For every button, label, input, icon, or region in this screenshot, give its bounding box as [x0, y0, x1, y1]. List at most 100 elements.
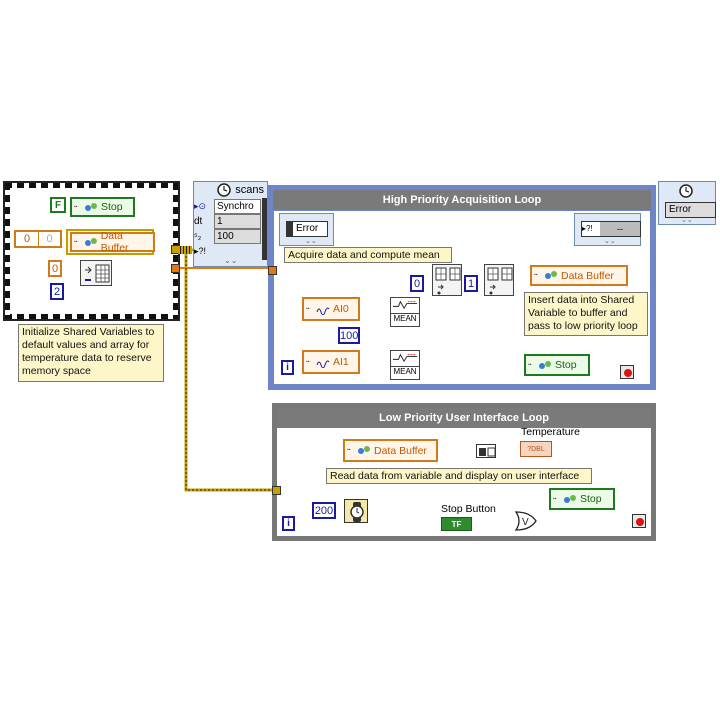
array-constant[interactable]: 0 0: [14, 230, 62, 248]
index-constant-1[interactable]: 1: [464, 275, 478, 292]
low-priority-loop-title: Low Priority User Interface Loop: [277, 408, 651, 428]
stop-variable-label: Stop: [101, 201, 123, 213]
initialize-array-icon: [85, 264, 110, 283]
wait-watch-icon: [350, 502, 364, 522]
stop-button-terminal[interactable]: TF: [441, 517, 472, 531]
ai1-mean-function[interactable]: MEAN: [390, 350, 420, 380]
data-buffer-shared-variable-init[interactable]: ▪▪ Data Buffer: [70, 230, 155, 254]
build-array-function[interactable]: [432, 264, 462, 296]
shared-variable-tag: ▪▪: [347, 447, 351, 453]
ai1-label: AI1: [333, 356, 349, 368]
temperature-indicator-text: ?DBL: [527, 445, 545, 453]
or-function[interactable]: V: [514, 509, 538, 533]
data-buffer-write-label: Data Buffer: [561, 269, 614, 282]
iteration-terminal-hp: i: [281, 360, 294, 375]
ai1-channel-constant[interactable]: ▪▪ AI1: [302, 350, 360, 374]
init-comment: Initialize Shared Variables to default v…: [18, 324, 164, 382]
mean-label-2: MEAN: [391, 366, 419, 376]
temperature-label: Temperature: [521, 426, 580, 438]
index-array-function-lp[interactable]: [476, 444, 496, 458]
daq-channel-icon: [316, 360, 330, 368]
iteration-terminal-lp: i: [282, 516, 295, 531]
array-index-value: 0: [16, 232, 39, 246]
data-buffer-read-label: Data Buffer: [374, 444, 427, 457]
stop-variable-lp-label: Stop: [580, 493, 602, 505]
stop-button-label: Stop Button: [441, 503, 496, 515]
wait-constant[interactable]: 200: [312, 502, 336, 519]
source-value: Synchro: [214, 199, 261, 214]
stop-variable-hp-label: Stop: [555, 359, 577, 371]
error-out-field: Error: [665, 202, 716, 218]
dt-value: 1: [214, 214, 261, 229]
timed-loop-output-node[interactable]: Error ⌄⌄: [658, 181, 716, 225]
network-variable-icon: [539, 360, 551, 369]
dt-row[interactable]: dt 1: [194, 214, 267, 229]
wire-error-cluster-2b: [176, 249, 278, 491]
insert-into-array-function[interactable]: [484, 264, 514, 296]
film-strip-bottom: [5, 314, 178, 319]
index-constant-0[interactable]: 0: [410, 275, 424, 292]
error-in-icon: ▸?!: [194, 246, 207, 256]
initialize-array-function[interactable]: [80, 260, 112, 286]
expand-chevron-icon: ⌄⌄: [604, 238, 616, 245]
expand-chevron-icon: ⌄⌄: [681, 217, 693, 224]
init-value-constant[interactable]: 0: [48, 260, 62, 277]
wire-error-cluster-2: [176, 248, 278, 492]
data-buffer-label: Data Buffer: [100, 230, 129, 254]
insert-array-icon: [487, 267, 513, 295]
read-comment: Read data from variable and display on u…: [326, 468, 592, 484]
stop-condition-node-hp[interactable]: ▸?! -- ⌄⌄: [574, 213, 641, 246]
network-variable-icon: [545, 271, 557, 279]
stop-terminal-lp[interactable]: [632, 514, 646, 528]
network-variable-icon: [85, 202, 97, 211]
data-buffer-shared-variable-write[interactable]: ▪▪ Data Buffer: [530, 265, 628, 286]
wait-function[interactable]: [344, 499, 368, 523]
false-constant[interactable]: F: [50, 197, 66, 213]
offset-row[interactable]: ⁵₂ 100: [194, 229, 267, 244]
waveform-icon: [392, 353, 418, 363]
size-constant[interactable]: 2: [50, 283, 64, 300]
stop-shared-variable-lp[interactable]: ▪▪ Stop: [549, 488, 615, 510]
build-array-icon: [435, 267, 461, 295]
config-scrollbar[interactable]: [262, 198, 267, 260]
array-element-value: 0: [46, 233, 53, 245]
timed-loop-header-label: scans: [235, 183, 264, 196]
timed-loop-header: scans: [194, 182, 267, 198]
ai0-label: AI0: [333, 303, 349, 315]
stop-node-icon: ▸?!: [582, 224, 593, 233]
source-row[interactable]: ▸⊙ Synchro: [194, 199, 267, 214]
samples-constant[interactable]: 100: [338, 327, 360, 344]
data-tunnel-init: [171, 264, 180, 273]
network-variable-icon: [358, 446, 370, 454]
error-terminal-hp-label: Error: [286, 221, 328, 237]
high-priority-loop-title: High Priority Acquisition Loop: [273, 190, 651, 210]
cluster-dots: [178, 246, 192, 254]
stop-terminal-hp[interactable]: [620, 365, 634, 379]
mean-label-1: MEAN: [391, 313, 419, 323]
stop-shared-variable-hp[interactable]: ▪▪ Stop: [524, 354, 590, 376]
channel-tag: ▪▪: [306, 305, 310, 312]
film-strip-top: [5, 183, 178, 188]
offset-icon: ⁵₂: [194, 231, 202, 241]
ai0-channel-constant[interactable]: ▪▪ AI0: [302, 297, 360, 321]
or-gate-icon: V: [514, 511, 537, 531]
temperature-indicator[interactable]: ?DBL: [520, 441, 552, 457]
network-variable-icon: [84, 237, 97, 246]
daq-channel-icon: [316, 307, 330, 315]
timed-loop-input-node: scans ▸⊙ Synchro dt 1 ⁵₂ 100 ▸?! ⌄⌄: [193, 181, 268, 267]
expand-chevron-icon: ⌄⌄: [305, 238, 317, 245]
shared-variable-tag: ▪▪: [74, 238, 78, 245]
stop-shared-variable[interactable]: ▪▪ Stop: [70, 197, 135, 217]
shared-variable-tag: ▪▪: [74, 203, 78, 210]
error-terminal-hp[interactable]: Error ⌄⌄: [279, 213, 334, 246]
clock-icon: [217, 183, 231, 197]
clock-icon: [679, 184, 693, 198]
index-array-icon: [479, 447, 496, 457]
data-buffer-shared-variable-read[interactable]: ▪▪ Data Buffer: [343, 439, 438, 462]
ai0-mean-function[interactable]: MEAN: [390, 297, 420, 327]
channel-tag: ▪▪: [306, 358, 310, 365]
stop-button-terminal-text: TF: [451, 520, 462, 529]
error-terminal-hp-text: Error: [296, 223, 319, 234]
expand-chevron-icon[interactable]: ⌄⌄: [224, 256, 238, 265]
stop-node-value: --: [600, 222, 640, 236]
